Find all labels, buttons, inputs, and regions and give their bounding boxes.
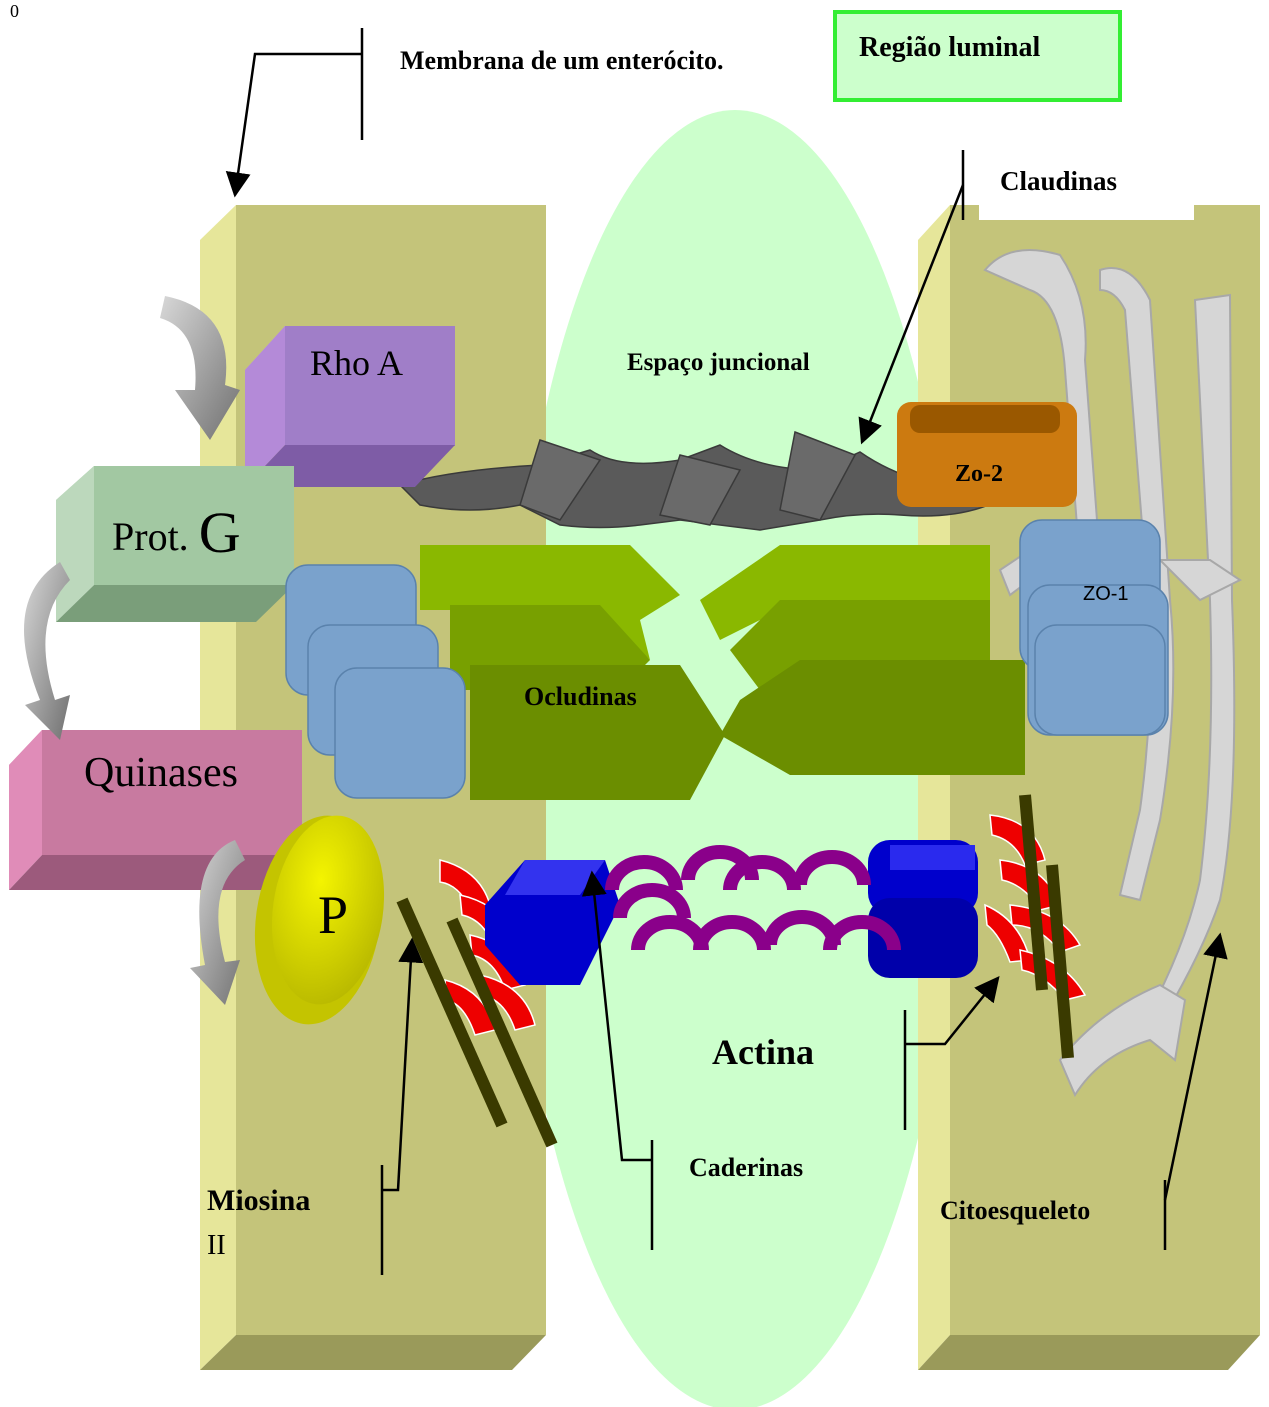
zo2-box: [897, 402, 1077, 507]
regiao-luminal-label: Região luminal: [859, 32, 1040, 64]
espaco-juncional-label: Espaço juncional: [627, 350, 810, 375]
caderinas-label: Caderinas: [689, 1155, 803, 1181]
actina-label: Actina: [712, 1034, 814, 1070]
p-label: P: [318, 888, 348, 942]
zo2-label: Zo-2: [955, 462, 1003, 486]
ocludinas-label: Ocludinas: [524, 684, 637, 710]
miosina-ii-label: II: [207, 1232, 226, 1260]
rho-a-label: Rho A: [310, 345, 403, 381]
membrana-label: Membrana de um enterócito.: [400, 48, 723, 74]
quinases-label: Quinases: [84, 752, 238, 794]
miosina-label: Miosina: [207, 1186, 310, 1216]
prot-g-label: Prot. G: [112, 502, 241, 560]
citoesqueleto-label: Citoesqueleto: [940, 1198, 1090, 1224]
page-marker: 0: [10, 2, 19, 20]
claudinas-label: Claudinas: [1000, 168, 1117, 195]
zo1-label: ZO-1: [1083, 584, 1129, 604]
prot-g-prefix: Prot.: [112, 514, 189, 559]
prot-g-letter: G: [199, 500, 241, 565]
regiao-luminal-box: Região luminal: [833, 10, 1122, 102]
